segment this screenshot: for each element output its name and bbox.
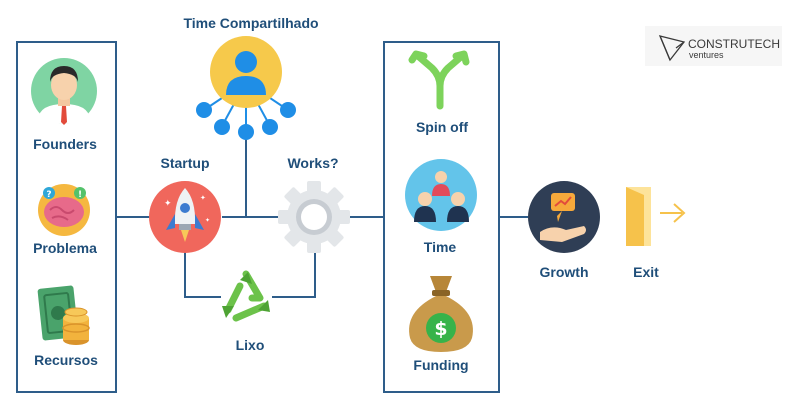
connectors xyxy=(16,41,528,393)
svg-text:✦: ✦ xyxy=(205,217,210,224)
svg-text:✦: ✦ xyxy=(164,199,172,209)
founder-avatar-icon xyxy=(31,58,97,125)
line-lixo-to-works xyxy=(272,252,316,298)
label-founders: Founders xyxy=(33,136,97,152)
brand-name: CONSTRUTECH xyxy=(688,37,780,51)
brand-sub: ventures xyxy=(689,50,724,60)
label-lixo: Lixo xyxy=(236,337,265,353)
svg-text:?: ? xyxy=(46,190,51,200)
label-time-compartilhado: Time Compartilhado xyxy=(183,15,318,31)
startup-rocket-icon: ✦ ✦ ✦ xyxy=(149,181,221,253)
label-exit: Exit xyxy=(633,264,659,280)
label-growth: Growth xyxy=(540,264,589,280)
label-funding: Funding xyxy=(413,357,468,373)
svg-text:✦: ✦ xyxy=(200,194,206,202)
growth-hand-icon xyxy=(528,181,600,253)
exit-door-icon xyxy=(626,187,686,246)
money-coins-icon xyxy=(37,285,90,345)
label-problema: Problema xyxy=(33,240,97,256)
svg-text:$: $ xyxy=(434,318,447,340)
label-spin-off: Spin off xyxy=(416,119,468,135)
label-works: Works? xyxy=(287,155,338,171)
label-startup: Startup xyxy=(161,155,210,171)
recycle-icon xyxy=(222,270,270,322)
team-network-icon xyxy=(196,36,296,140)
brain-problem-icon: ? ! xyxy=(38,184,90,236)
svg-text:!: ! xyxy=(78,190,82,200)
gear-icon xyxy=(278,181,350,253)
label-time: Time xyxy=(424,239,457,255)
money-bag-icon: $ xyxy=(409,276,473,352)
team-people-icon xyxy=(405,159,477,231)
line-startup-to-lixo xyxy=(184,252,221,298)
spin-off-arrows-icon xyxy=(408,50,470,110)
label-recursos: Recursos xyxy=(34,352,98,368)
brand-logo: CONSTRUTECH ventures xyxy=(645,26,782,66)
